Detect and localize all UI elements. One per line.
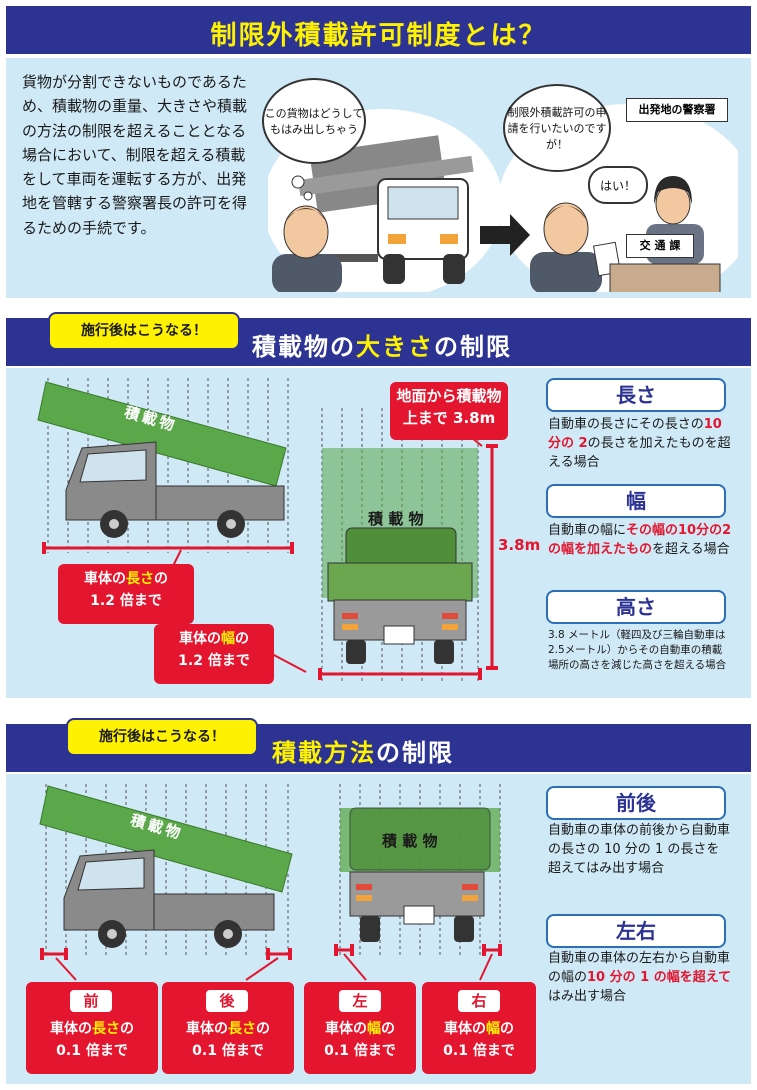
section1-title: 積載物の大きさの制限 — [252, 327, 512, 362]
section2-title: 積載方法の制限 — [272, 733, 454, 768]
truck-rear-illustration-2 — [349, 807, 491, 942]
side-head-front-rear: 前後 — [546, 786, 726, 820]
method-diagram — [39, 784, 502, 981]
truck-rear-illustration — [327, 527, 473, 664]
height-label: 地面から積載物上まで 3.8m — [390, 382, 508, 440]
section2-pill: 施行後はこうなる！ — [66, 718, 258, 756]
side-text-length: 自動車の長さにその長さの10 分の 2の長さを加えたものを超える場合 — [548, 417, 731, 470]
side-text-height: 3.8 メートル（軽四及び三輪自動車は2.5メートル）からその自動車の積載場所の… — [548, 629, 727, 671]
limit-box-front: 前 車体の長さの 0.1 倍まで — [26, 982, 158, 1074]
truck-front-illustration — [298, 135, 474, 284]
limit-box-right: 右 車体の幅の 0.1 倍まで — [422, 982, 536, 1074]
section1-panel: 積載物 積 載 物 地面から積載物上まで 3.8m 3.8m 車体の長さの 1.… — [6, 368, 751, 698]
limit-box-left-head: 左 — [339, 990, 381, 1012]
length-limit-box: 車体の長さの 1.2 倍まで — [58, 564, 194, 624]
truck-side-illustration-2 — [63, 849, 275, 948]
page-title: 制限外積載許可制度とは？ — [210, 21, 547, 51]
section1-pill: 施行後はこうなる！ — [48, 312, 240, 350]
cargo-label-front: 積 載 物 — [368, 510, 424, 528]
section2-panel: 積載物 積 載 物 前 車体の長さの 0.1 倍まで 後 車体の長さの 0.1 … — [6, 774, 751, 1084]
limit-box-rear-head: 後 — [206, 990, 248, 1012]
side-head-height: 高さ — [546, 590, 726, 624]
side-text-width: 自動車の幅にその幅の10分の2の幅を加えたものを超える場合 — [548, 523, 732, 557]
limit-box-left: 左 車体の幅の 0.1 倍まで — [304, 982, 416, 1074]
section1-title-a: 積載物の — [252, 333, 356, 361]
side-text-front-rear: 自動車の車体の前後から自動車の長さの 10 分の 1 の長さを超えてはみ出す場合 — [548, 823, 731, 876]
person-1-illustration — [272, 205, 342, 292]
title-band: 制限外積載許可制度とは？ — [6, 6, 751, 54]
limit-box-right-head: 右 — [458, 990, 500, 1012]
cargo-side-2 — [39, 785, 293, 893]
side-head-left-right: 左右 — [546, 914, 726, 948]
limit-box-front-head: 前 — [70, 990, 112, 1012]
reply-bubble: はい！ — [588, 166, 648, 204]
limit-box-rear: 後 車体の長さの 0.1 倍まで — [162, 982, 294, 1074]
section2-title-hl: 積載方法 — [272, 739, 376, 767]
person-2-illustration — [530, 202, 622, 292]
speech-bubble-2: 制限外積載許可の申請を行いたいのですが！ — [503, 84, 611, 172]
police-station-label: 出発地の警察署 — [626, 98, 728, 122]
desk-label: 交 通 課 — [626, 234, 694, 258]
size-diagram — [37, 378, 498, 683]
height-value: 3.8m — [498, 536, 541, 554]
intro-panel: 貨物が分割できないものであるため、積載物の重量、大きさや積載の方法の制限を超える… — [6, 58, 751, 298]
side-text-left-right: 自動車の車体の左右から自動車の幅の10 分の 1 の幅を超えてはみ出す場合 — [548, 951, 732, 1004]
arrow-right-icon — [480, 214, 530, 256]
section1-title-b: の制限 — [434, 333, 512, 361]
section2-title-b: の制限 — [376, 739, 454, 767]
side-head-length: 長さ — [546, 378, 726, 412]
section1-title-hl: 大きさ — [356, 333, 434, 361]
cargo-label-rear-2: 積 載 物 — [382, 832, 438, 850]
desk-illustration — [609, 263, 721, 292]
width-limit-box: 車体の幅の 1.2 倍まで — [154, 624, 274, 684]
speech-bubble-1: この貨物はどうしてもはみ出しちゃう — [262, 78, 366, 164]
truck-side-illustration — [65, 441, 285, 538]
side-head-width: 幅 — [546, 484, 726, 518]
intro-text: 貨物が分割できないものであるため、積載物の重量、大きさや積載の方法の制限を超える… — [22, 73, 248, 237]
